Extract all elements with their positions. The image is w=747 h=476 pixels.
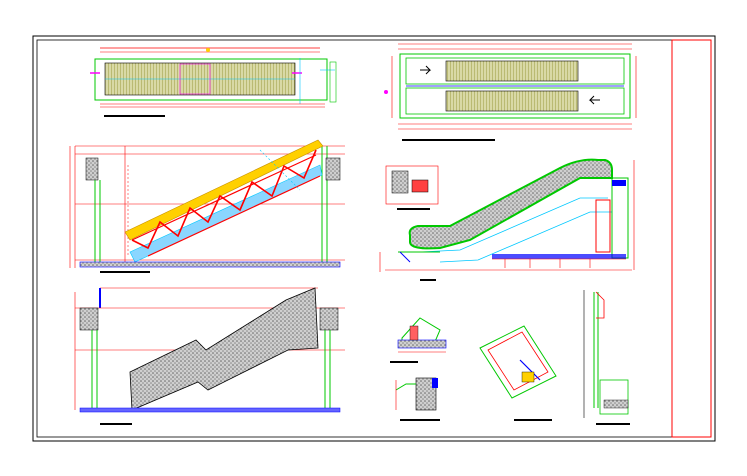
title-block <box>671 39 712 438</box>
sheet-border-outer <box>32 35 716 442</box>
cladding-elevation <box>74 287 345 425</box>
escalator-profile <box>379 158 635 281</box>
plan-view-top-left <box>90 47 337 117</box>
detail-2 <box>395 377 440 421</box>
plan-view-top-right <box>384 43 637 141</box>
detail-3 <box>479 325 557 421</box>
detail-4 <box>583 290 630 425</box>
truss-section <box>69 139 345 273</box>
detail-1 <box>390 317 447 363</box>
